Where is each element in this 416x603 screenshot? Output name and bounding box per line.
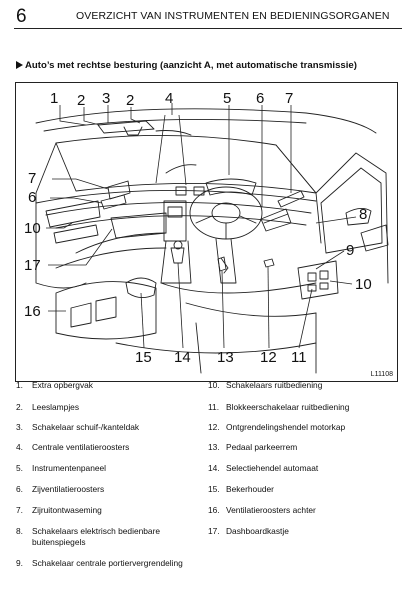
chapter-title: OVERZICHT VAN INSTRUMENTEN EN BEDIENINGS… xyxy=(76,10,390,22)
legend-item: 15.Bekerhouder xyxy=(208,484,274,494)
callout-7-top: 7 xyxy=(285,90,294,107)
callout-10-left: 10 xyxy=(24,220,41,237)
legend-item: 5.Instrumentenpaneel xyxy=(16,463,107,473)
callout-3: 3 xyxy=(102,90,111,107)
callout-8: 8 xyxy=(359,206,368,223)
legend-item: 16.Ventilatieroosters achter xyxy=(208,505,316,515)
car-interior-drawing xyxy=(35,103,389,374)
legend-item: 17.Dashboardkastje xyxy=(208,526,289,536)
legend-item: 3.Schakelaar schuif-/kanteldak xyxy=(16,422,140,432)
legend-item: 12.Ontgrendelingshendel motorkap xyxy=(208,422,346,432)
legend-item: 14.Selectiehendel automaat xyxy=(208,463,319,473)
callout-16: 16 xyxy=(24,303,41,320)
legend-item: 2.Leeslampjes xyxy=(16,402,80,412)
callout-10-right: 10 xyxy=(355,276,372,293)
legend-item: 7.Zijruitontwaseming xyxy=(16,505,102,515)
callout-12: 12 xyxy=(260,349,277,366)
legend-item: 10.Schakelaars ruitbediening xyxy=(208,380,323,390)
callout-17: 17 xyxy=(24,257,41,274)
page-number: 6 xyxy=(16,6,27,27)
callout-1: 1 xyxy=(50,90,59,107)
callout-11: 11 xyxy=(291,349,307,366)
legend-item: 11.Blokkeerschakelaar ruitbediening xyxy=(208,402,350,412)
interior-illustration: 1 2 3 2 4 5 6 7 7 6 10 17 16 8 9 10 15 1… xyxy=(15,82,398,382)
legend-item: 13.Pedaal parkeerrem xyxy=(208,442,298,452)
section-heading: Auto’s met rechtse besturing (aanzicht A… xyxy=(16,60,357,71)
callout-13: 13 xyxy=(217,349,234,366)
callout-2-left: 2 xyxy=(77,92,86,109)
triangle-bullet-icon xyxy=(16,61,23,69)
legend-item: 1.Extra opbergvak xyxy=(16,380,93,390)
callout-4: 4 xyxy=(165,90,174,107)
callout-9: 9 xyxy=(346,242,355,259)
callout-15: 15 xyxy=(135,349,152,366)
callout-2-right: 2 xyxy=(126,92,135,109)
legend-item: 4.Centrale ventilatieroosters xyxy=(16,442,130,452)
figure-code: L11108 xyxy=(370,371,393,378)
page-header: 6 OVERZICHT VAN INSTRUMENTEN EN BEDIENIN… xyxy=(0,0,416,30)
callout-6-top: 6 xyxy=(256,90,265,107)
header-rule xyxy=(14,28,402,29)
callout-5: 5 xyxy=(223,90,232,107)
callout-14: 14 xyxy=(174,349,191,366)
callout-7-left: 7 xyxy=(28,170,37,187)
legend-item: 6.Zijventilatieroosters xyxy=(16,484,105,494)
legend-item: 9.Schakelaar centrale portiervergrendeli… xyxy=(16,558,183,568)
callout-6-left: 6 xyxy=(28,189,37,206)
section-heading-text: Auto’s met rechtse besturing (aanzicht A… xyxy=(25,60,357,71)
